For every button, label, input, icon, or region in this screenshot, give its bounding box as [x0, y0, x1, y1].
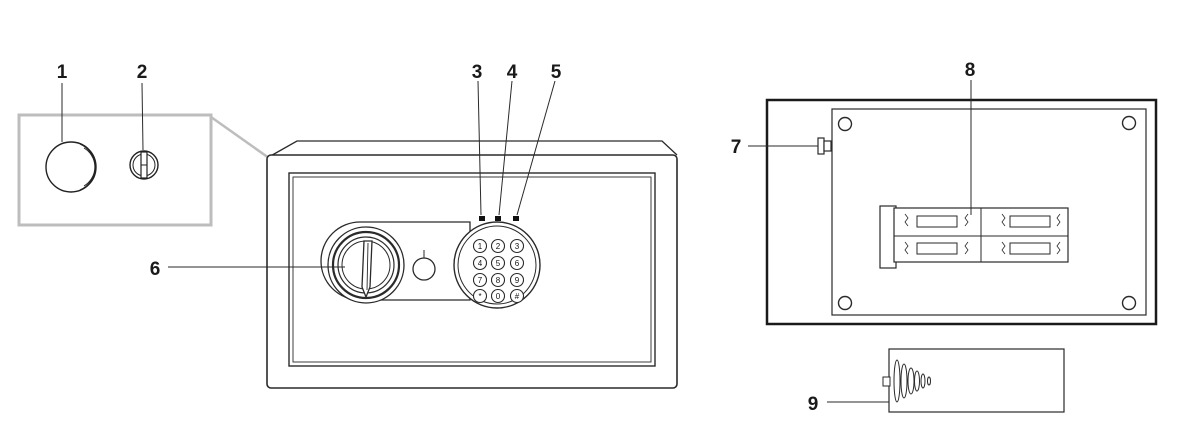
mounting-hole	[837, 295, 853, 311]
callout-3: 3	[472, 62, 483, 83]
override-keyhole-icon	[412, 250, 436, 281]
speaker-grill-icon	[893, 359, 931, 403]
safe-door	[288, 172, 656, 367]
keypad-key-button	[490, 272, 506, 288]
keypad-key-label: 3	[515, 242, 520, 251]
override-button-icon	[45, 141, 97, 193]
mounting-hole	[837, 116, 853, 132]
keypad-key: 7	[472, 272, 488, 288]
keypad-key-label: 0	[496, 292, 501, 301]
safe-back	[765, 98, 1158, 326]
keypad-key: 3	[509, 238, 525, 254]
callout-9: 9	[808, 394, 819, 415]
keypad-key-button	[509, 238, 525, 254]
keypad-key-label: 1	[478, 242, 483, 251]
leader-line-2	[141, 82, 144, 151]
keypad-key-button	[490, 255, 506, 271]
leader-line-5	[516, 80, 556, 216]
keypad-key-label: 5	[496, 259, 501, 268]
keypad-key-button	[509, 288, 525, 304]
led-indicator-icon	[479, 216, 485, 221]
led-indicator-icon	[495, 216, 501, 221]
callout-1: 1	[57, 62, 68, 83]
inset-frame	[17, 113, 213, 227]
keypad-key-button	[472, 255, 488, 271]
keypad-key-label: 8	[496, 276, 501, 285]
keypad-key-button	[472, 238, 488, 254]
keypad-key: 4	[472, 255, 488, 271]
callout-6: 6	[150, 259, 161, 280]
callout-4: 4	[507, 62, 518, 83]
keypad-key-label: 7	[478, 276, 483, 285]
keypad-key-button	[490, 238, 506, 254]
keypad-key: *	[472, 288, 488, 304]
keypad-key-button	[472, 288, 488, 304]
callout-8: 8	[965, 60, 976, 81]
keypad-key: 5	[490, 255, 506, 271]
keypad-key: 8	[490, 272, 506, 288]
rotary-handle-icon	[327, 226, 405, 304]
led-indicator-icon	[513, 216, 519, 221]
keypad-key-button	[472, 272, 488, 288]
leader-line-4	[498, 80, 513, 216]
callout-7: 7	[731, 137, 742, 158]
keypad-key-label: 2	[496, 242, 501, 251]
battery-cover	[882, 348, 1065, 413]
callout-labels: 1 2 3 4 5 6 7 8 9	[57, 60, 976, 415]
leader-line-3	[477, 80, 482, 216]
keypad-key-label: *	[478, 292, 481, 301]
battery-holder	[879, 205, 1069, 269]
mounting-hole	[1121, 115, 1137, 131]
keypad-key-label: 9	[515, 276, 520, 285]
keypad-key-label: 4	[478, 259, 483, 268]
keypad-key-button	[490, 288, 506, 304]
key-lock-icon	[129, 150, 159, 180]
keypad-key: 2	[490, 238, 506, 254]
keypad-key-label: 6	[515, 259, 520, 268]
keypad-key: 6	[509, 255, 525, 271]
safe-front: 1 2 3 4 5 6 7 8 9 * 0 #	[266, 140, 678, 389]
keypad: 1 2 3 4 5 6 7 8 9 * 0 #	[453, 216, 541, 309]
keypad-key: #	[509, 288, 525, 304]
keypad-keys: 1 2 3 4 5 6 7 8 9 * 0 #	[472, 238, 525, 304]
keypad-key: 9	[509, 272, 525, 288]
keypad-key-label: #	[515, 292, 520, 301]
keypad-key: 1	[472, 238, 488, 254]
battery-icon	[904, 213, 1061, 255]
callout-2: 2	[137, 62, 148, 83]
callout-5: 5	[551, 62, 562, 83]
mounting-hole	[1121, 295, 1137, 311]
keypad-key: 0	[490, 288, 506, 304]
keypad-key-button	[509, 255, 525, 271]
leader-lines	[61, 80, 972, 403]
keypad-key-button	[509, 272, 525, 288]
